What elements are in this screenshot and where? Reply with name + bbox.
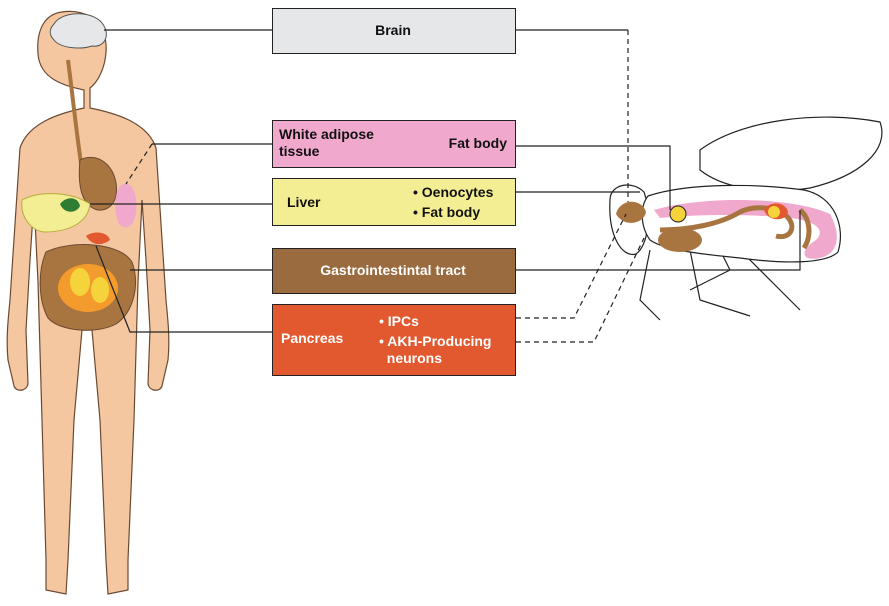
brain-box: Brain: [272, 8, 516, 54]
gi-box: Gastrointestintal tract: [272, 248, 516, 294]
liver-item-oenocytes: • Oenocytes: [413, 184, 493, 201]
pancreas-label: Pancreas: [281, 330, 343, 347]
fruit-fly-illustration: [610, 117, 882, 320]
adipose-box: White adipose tissue Fat body: [272, 120, 516, 168]
gi-label: Gastrointestintal tract: [273, 262, 513, 279]
liver-label: Liver: [287, 194, 320, 211]
human-body-figure: [7, 11, 169, 594]
pancreas-item-ipcs: • IPCs: [379, 313, 419, 330]
adipose-left-label: White adipose tissue: [279, 126, 374, 160]
liver-item-fat-body: • Fat body: [413, 204, 480, 221]
pancreas-box: Pancreas • IPCs • AKH-Producing neurons: [272, 304, 516, 376]
pancreas-item-akh: • AKH-Producing neurons: [379, 333, 492, 367]
brain-label: Brain: [273, 22, 513, 39]
liver-box: Liver • Oenocytes • Fat body: [272, 178, 516, 226]
adipose-right-label: Fat body: [449, 135, 507, 152]
